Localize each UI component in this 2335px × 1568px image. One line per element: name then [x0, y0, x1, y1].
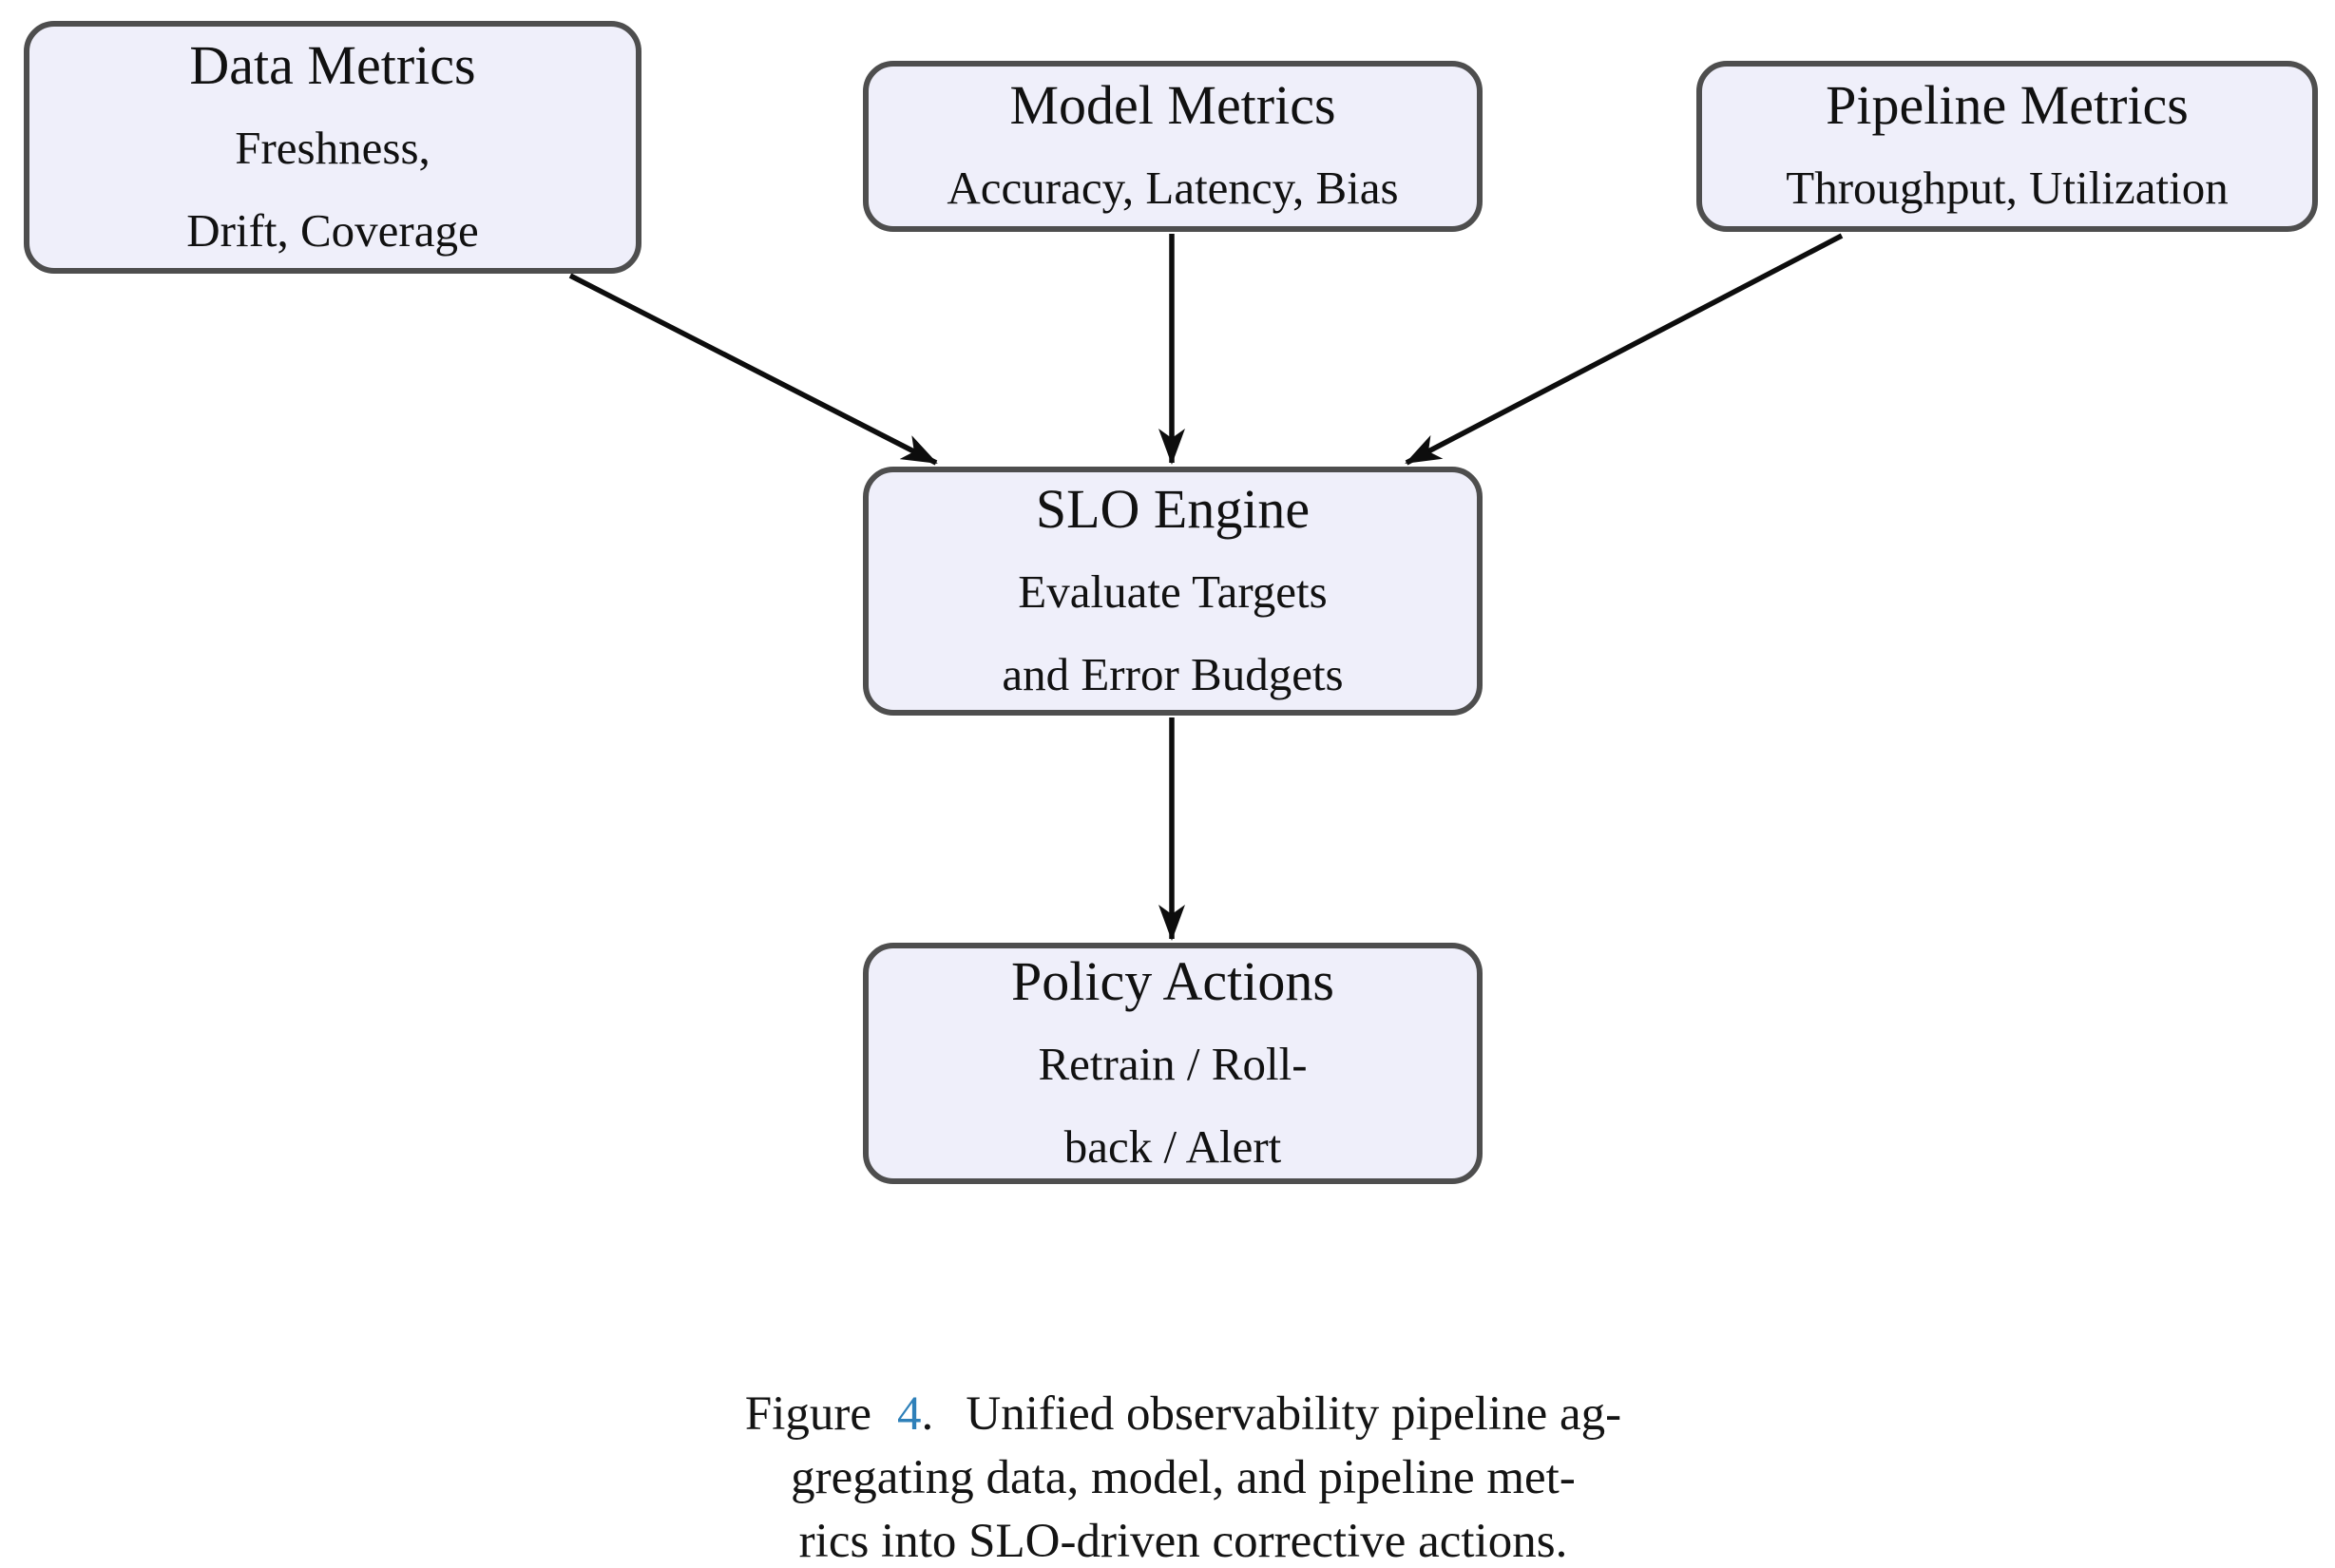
node-detail-line: Throughput, Utilization — [1786, 162, 2229, 214]
node-title: Policy Actions — [1011, 949, 1334, 1012]
node-detail-line: Freshness, — [235, 121, 431, 174]
figure-caption: Figure 4. Unified observability pipeline… — [0, 1383, 2335, 1568]
node-policy-actions: Policy Actions Retrain / Roll- back / Al… — [863, 943, 1483, 1184]
caption-figure-number: 4 — [897, 1387, 922, 1441]
node-detail-line: Evaluate Targets — [1018, 564, 1328, 618]
node-detail-line: Drift, Coverage — [186, 203, 479, 257]
node-pipeline-metrics: Pipeline Metrics Throughput, Utilization — [1696, 61, 2318, 232]
node-detail-line: Accuracy, Latency, Bias — [947, 162, 1399, 214]
caption-text: Unified observability pipeline ag- — [966, 1387, 1622, 1441]
edge-data-to-slo — [568, 273, 938, 466]
node-detail-line: and Error Budgets — [1002, 647, 1344, 700]
node-detail-line: back / Alert — [1063, 1119, 1282, 1173]
caption-label: Figure — [744, 1387, 871, 1441]
caption-period: . — [921, 1387, 934, 1441]
node-data-metrics: Data Metrics Freshness, Drift, Coverage — [24, 21, 641, 274]
edge-pipeline-to-slo — [1405, 233, 1844, 466]
node-title: Data Metrics — [189, 33, 476, 96]
caption-line-1: Figure 4. Unified observability pipeline… — [0, 1383, 2335, 1446]
node-model-metrics: Model Metrics Accuracy, Latency, Bias — [863, 61, 1483, 232]
node-detail-line: Retrain / Roll- — [1038, 1037, 1308, 1090]
node-title: Pipeline Metrics — [1826, 74, 2189, 136]
node-slo-engine: SLO Engine Evaluate Targets and Error Bu… — [863, 467, 1483, 716]
caption-line-3: rics into SLO-driven corrective actions. — [798, 1515, 1568, 1568]
caption-line-2: gregating data, model, and pipeline met- — [791, 1451, 1576, 1504]
node-title: Model Metrics — [1009, 74, 1336, 136]
node-title: SLO Engine — [1035, 477, 1311, 540]
